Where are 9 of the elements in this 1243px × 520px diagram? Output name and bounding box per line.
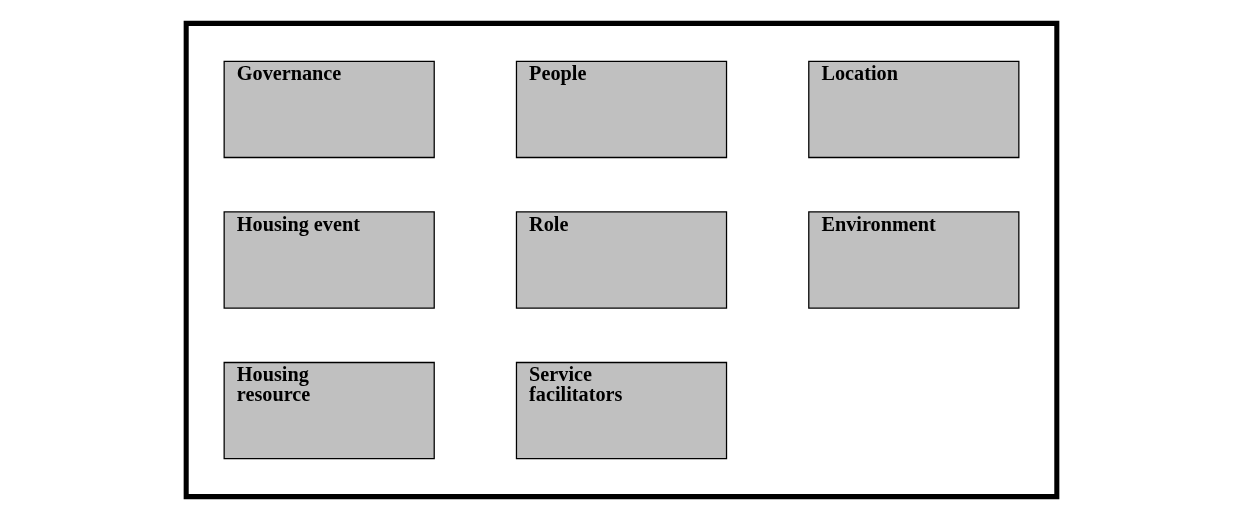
node-box: Environment: [808, 211, 1020, 309]
node-box: Housing resource: [223, 361, 435, 460]
node-box: Governance: [223, 60, 435, 159]
node-box: Service facilitators: [515, 361, 728, 460]
node-box: Housing event: [223, 211, 435, 309]
node-box: Location: [808, 60, 1020, 159]
node-box: Role: [515, 211, 728, 309]
cluster: [183, 20, 1060, 500]
node-box: People: [515, 60, 728, 159]
